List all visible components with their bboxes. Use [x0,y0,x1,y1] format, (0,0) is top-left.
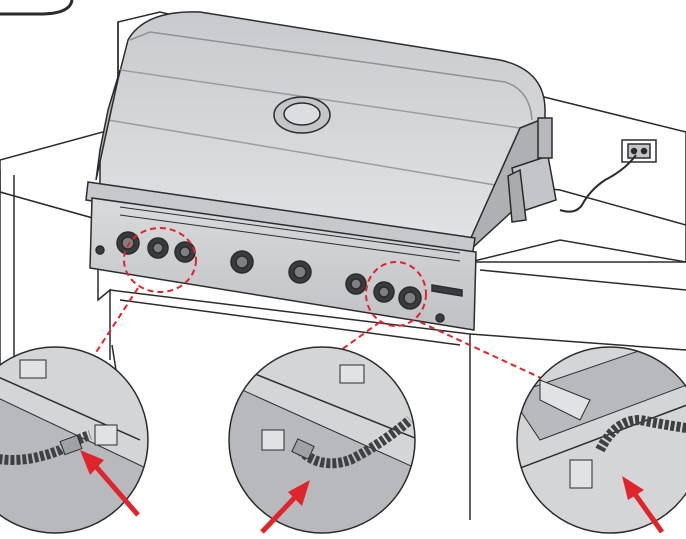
grill [85,11,557,331]
vent-grates [119,206,461,262]
gas-hose [296,416,414,469]
power-outlet-icon [559,139,657,213]
rotisserie-motor-icon [507,117,557,223]
callout-circles [123,227,427,327]
corner-frame [0,0,74,16]
red-pointer-arrow-1 [80,450,140,517]
callout-circle-left [123,227,197,293]
red-pointer-arrow-3 [622,476,665,534]
detail-view-2 [229,347,415,533]
callout-circle-right [365,261,427,327]
red-pointer-arrows [80,450,665,534]
red-pointer-arrow-2 [260,480,310,534]
gas-hose [595,414,686,453]
detail-view-1 [0,347,148,533]
brand-badge [431,284,463,297]
gas-hose [0,430,92,465]
power-cord [559,154,637,213]
igniter-button [95,245,105,255]
